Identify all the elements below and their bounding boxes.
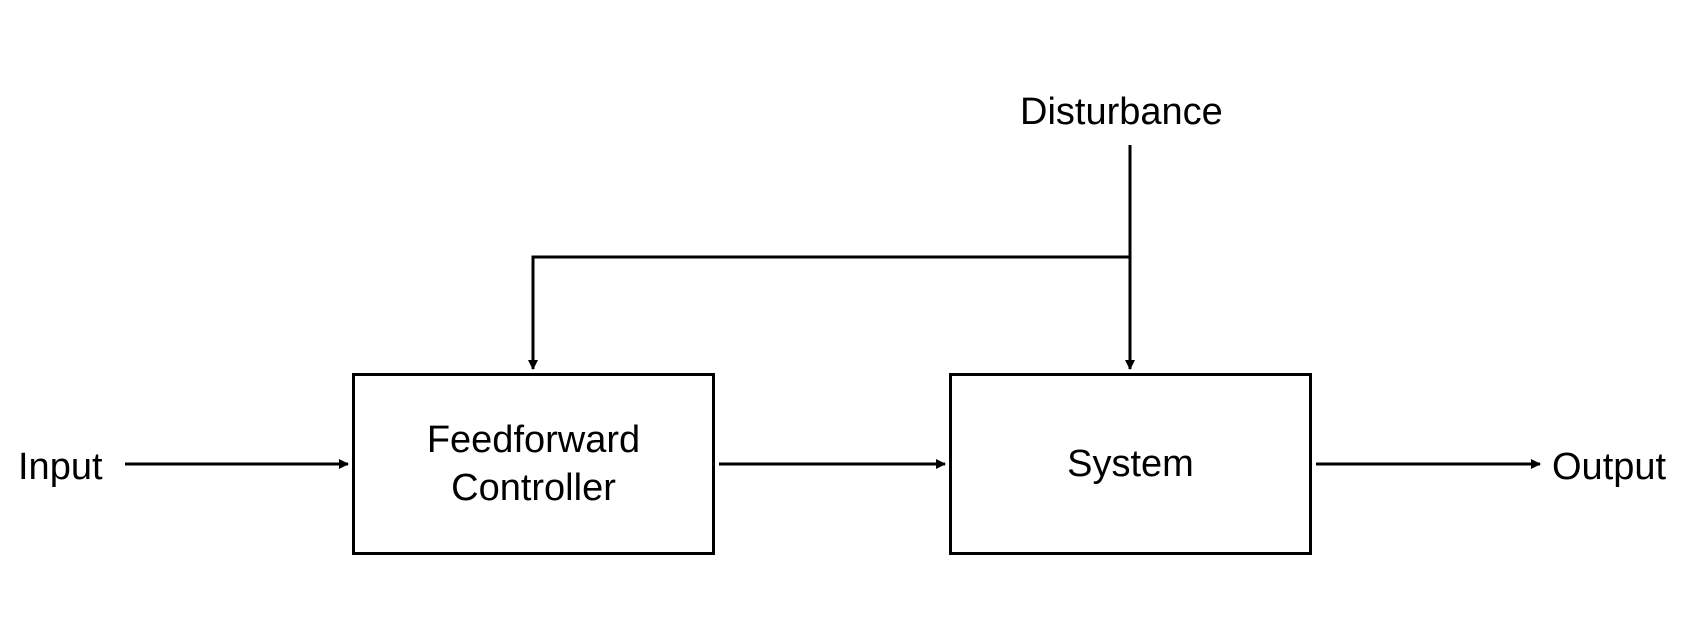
input-label: Input — [18, 446, 103, 488]
system-block: System — [949, 373, 1312, 555]
controller-block-line2: Controller — [451, 467, 616, 509]
controller-block-text: Feedforward Controller — [427, 416, 640, 512]
feedforward-controller-block: Feedforward Controller — [352, 373, 715, 555]
controller-block-line1: Feedforward — [426, 419, 641, 461]
disturbance-label: Disturbance — [1020, 91, 1223, 133]
system-block-text: System — [1067, 443, 1194, 485]
output-label: Output — [1552, 446, 1667, 488]
disturbance-to-controller-arrow — [528, 255, 1130, 370]
